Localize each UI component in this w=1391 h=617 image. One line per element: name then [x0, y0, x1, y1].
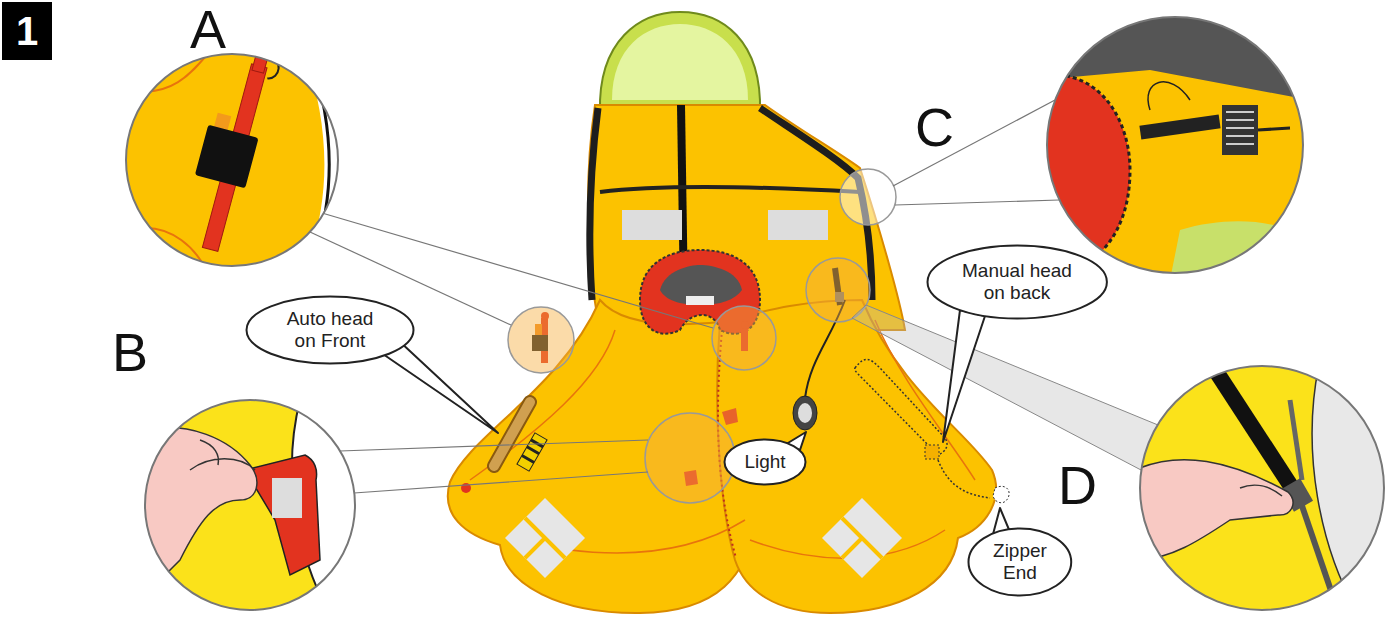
callout-text: Manual head on back: [957, 260, 1077, 304]
neck-opening: [660, 265, 742, 305]
detail-edge: [300, 40, 360, 280]
manual-line: [938, 460, 990, 498]
strap: [1139, 115, 1220, 140]
highlight-circle: [645, 413, 735, 503]
reflective-patch: [622, 210, 682, 240]
callout-bubble: Manual head on back: [926, 244, 1108, 320]
cylinder: [517, 433, 547, 471]
hood: [600, 12, 760, 112]
logo-shape: [822, 498, 902, 578]
cylinder-stripes: [522, 440, 543, 463]
tube-clip: [195, 125, 259, 189]
step-number: 1: [16, 9, 38, 53]
bubble-ellipse: [969, 528, 1072, 595]
red-tab: [722, 408, 738, 425]
slider-lines: [1226, 112, 1254, 144]
cord-loop: [1148, 82, 1190, 110]
leader-line: [354, 472, 648, 493]
callout-text: Auto head on Front: [283, 308, 378, 352]
zipper-slider: [1222, 105, 1258, 155]
highlight-circle: [508, 307, 574, 373]
detail-circle: [1140, 366, 1384, 610]
logo-lines: [842, 518, 882, 558]
detail-a: [120, 38, 360, 280]
callout-text: Zipper End: [987, 540, 1053, 584]
detail-edge-line: [305, 40, 329, 280]
hood-inner: [612, 24, 748, 100]
zoom-wedge: [852, 305, 1158, 470]
detail-c: [1040, 15, 1310, 280]
callout-letter: A: [190, 2, 226, 56]
tab-label: [272, 478, 302, 518]
bubble-tail: [380, 340, 498, 433]
callout-letter: D: [1058, 458, 1097, 512]
bubble-ellipse: [927, 246, 1106, 319]
leader-line: [340, 440, 648, 451]
detail-tube: [177, 38, 283, 255]
bubble-ellipse: [725, 440, 806, 485]
light: [793, 396, 817, 430]
logo: [822, 498, 902, 578]
leader-line: [895, 200, 1059, 205]
reflective-patch: [768, 210, 828, 240]
detail-circle: [126, 54, 338, 266]
red-tab: [245, 455, 320, 575]
callout-bubble: Light: [723, 438, 807, 486]
detail-ground: [1135, 360, 1390, 617]
zipper-end: [993, 486, 1009, 502]
callout-letter: B: [112, 325, 148, 379]
logo: [505, 498, 585, 578]
highlight-circle: [840, 169, 896, 225]
neck-label: [686, 296, 714, 305]
grey-strap: [1300, 500, 1340, 617]
highlight-circle: [712, 306, 776, 370]
logo-shape: [505, 498, 585, 578]
detail-circle: [145, 400, 355, 610]
detail-ground: [120, 50, 350, 270]
detail-d: [1135, 360, 1390, 617]
auto-head-cylinder: [517, 433, 547, 471]
manual-head: [855, 359, 947, 455]
light-lens: [798, 403, 812, 423]
callout-bubble: Zipper End: [967, 527, 1073, 597]
leader-line: [893, 100, 1055, 186]
callout-text: Light: [744, 451, 785, 473]
callout-bubble: Auto head on Front: [245, 295, 415, 365]
bubble-tail: [943, 310, 985, 442]
manual-head-box: [925, 445, 939, 459]
logo-lines: [525, 518, 565, 558]
detail-circle: [1047, 17, 1303, 273]
side-strap: [590, 108, 598, 300]
bubble-ellipse: [247, 296, 414, 363]
grey-strap: [1290, 400, 1302, 480]
cross-strap: [600, 187, 860, 192]
finger-line: [1240, 485, 1282, 496]
callout-letter: C: [915, 100, 954, 154]
step-number-box: 1: [2, 2, 52, 60]
finger-line: [190, 440, 255, 470]
detail-b: [140, 395, 360, 615]
pull-cord: [1258, 128, 1290, 130]
detail-ground: [140, 395, 360, 615]
hand: [1135, 460, 1293, 560]
